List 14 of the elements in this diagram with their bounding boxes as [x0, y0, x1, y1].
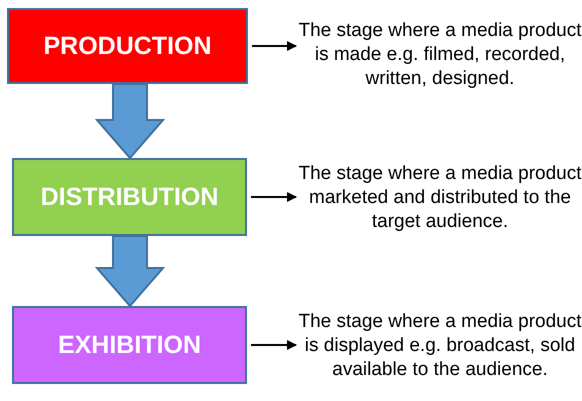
- stage-box: [12, 306, 247, 384]
- block-arrow: [94, 235, 166, 308]
- arrow: [251, 340, 297, 350]
- stage-title: EXHIBITION: [58, 330, 202, 360]
- stage-box: [7, 8, 248, 84]
- arrow: [252, 41, 297, 51]
- block-arrow: [94, 83, 166, 160]
- description-text: The stage where a media product is displayed e.g. broadcast, sold available to the audience.: [298, 310, 582, 382]
- stage-title: DISTRIBUTION: [40, 182, 218, 212]
- description-text: The stage where a media product is made e.g. filmed, recorded, written, designed.: [298, 19, 582, 91]
- arrow: [251, 192, 297, 202]
- description-text: The stage where a media product marketed and distributed to the target audience.: [298, 162, 582, 234]
- stage-box: [12, 158, 247, 236]
- stage-title: PRODUCTION: [43, 32, 212, 60]
